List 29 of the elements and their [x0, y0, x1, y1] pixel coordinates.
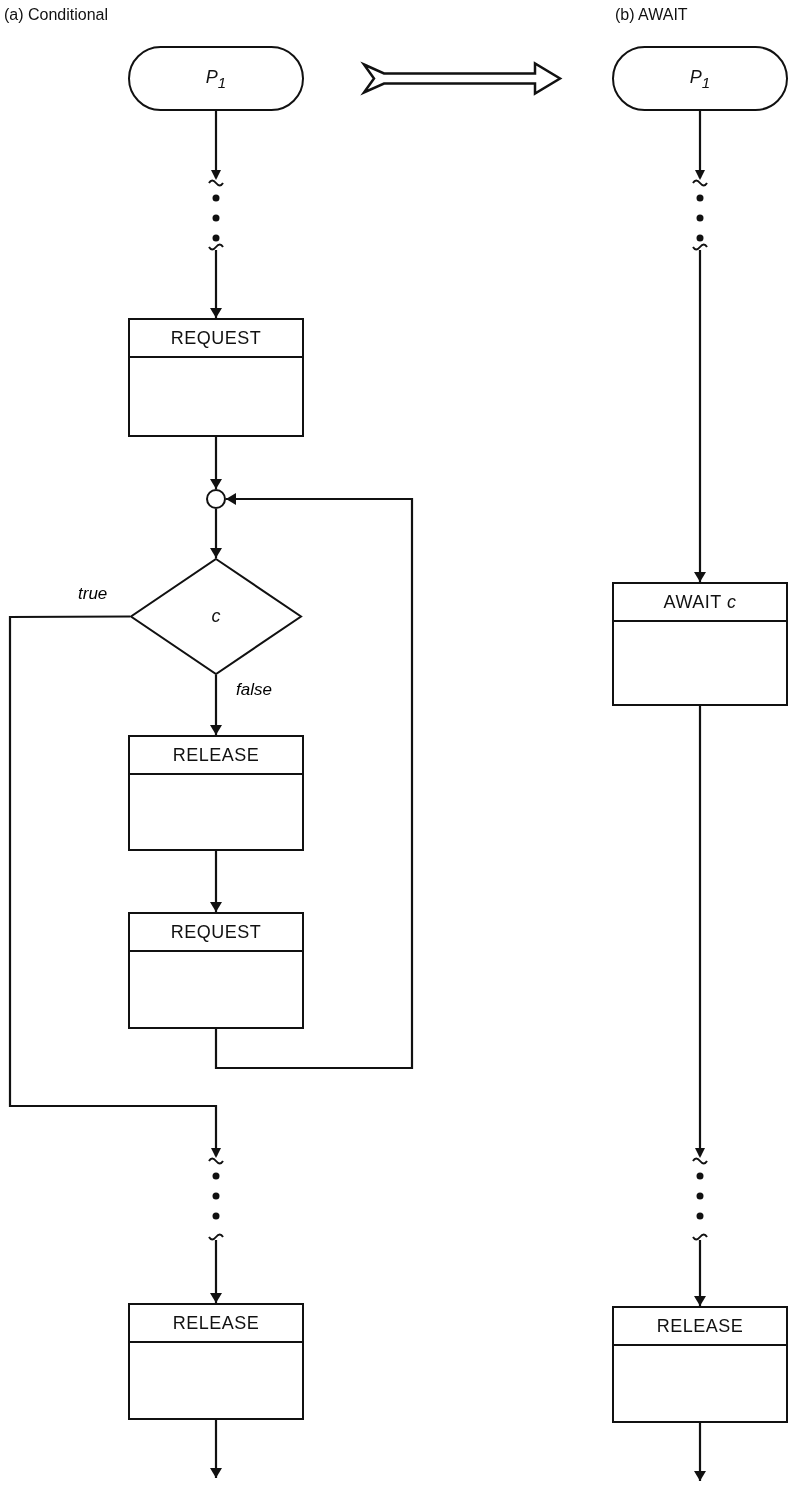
arrow: [694, 1423, 706, 1481]
arrow: [210, 1420, 222, 1478]
junction-circle: [206, 489, 226, 509]
arrow: [214, 493, 414, 1070]
operation-title: RELEASE: [172, 744, 260, 766]
operation-title: REQUEST: [170, 921, 262, 943]
condition-text: c: [211, 606, 221, 627]
arrow: [210, 437, 222, 489]
process-name: P$_{1}$: [689, 66, 711, 91]
operation-title: AWAIT c: [663, 591, 737, 613]
process-name: P$_{1}$: [205, 66, 227, 91]
operation-title: RELEASE: [656, 1315, 744, 1337]
process-box: [128, 318, 304, 437]
process-box: [612, 582, 788, 706]
process-box: [612, 1306, 788, 1423]
operation-title: RELEASE: [172, 1312, 260, 1334]
arrow: [694, 706, 706, 1306]
arrow: [694, 111, 706, 582]
hollow-arrow: [360, 61, 563, 96]
operation-title: REQUEST: [170, 327, 262, 349]
arrow: [8, 615, 222, 1303]
panel-heading: (a) Conditional: [4, 6, 109, 24]
process-box: [128, 912, 304, 1029]
arrow: [210, 851, 222, 912]
arrow: [210, 509, 222, 558]
panel-heading: (b) AWAIT: [615, 6, 688, 24]
process-box: [128, 735, 304, 851]
process-box: [128, 1303, 304, 1420]
arrow: [210, 675, 222, 735]
